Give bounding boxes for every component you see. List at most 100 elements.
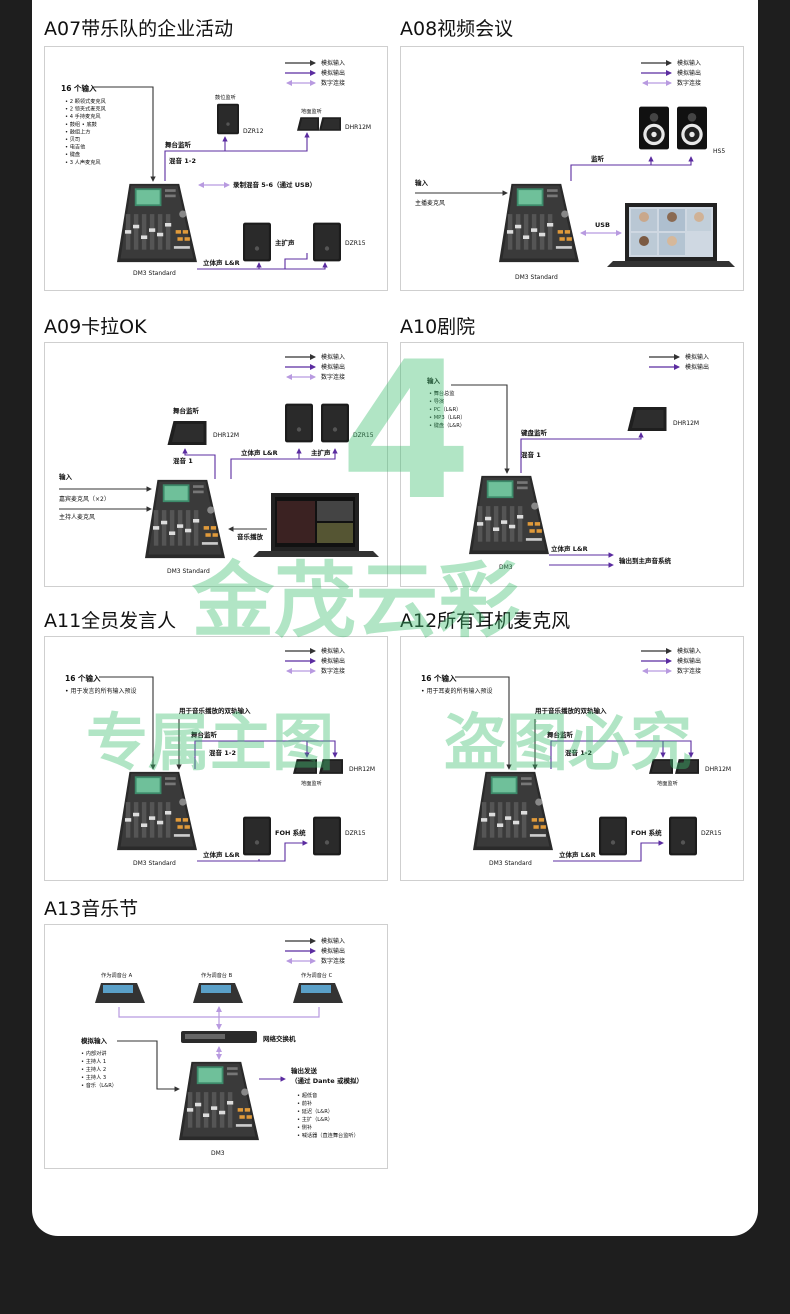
- svg-text:DHR12M: DHR12M: [345, 124, 371, 131]
- svg-text:（通过 Dante 或模拟）: （通过 Dante 或模拟）: [291, 1076, 363, 1085]
- svg-text:模拟输入: 模拟输入: [321, 59, 345, 67]
- dm3-console: [499, 183, 579, 263]
- svg-text:DM3: DM3: [499, 564, 513, 571]
- dzr15-speaker: [313, 222, 341, 262]
- svg-text:16 个输入: 16 个输入: [65, 673, 101, 683]
- dm3-console: [117, 771, 197, 851]
- list-item: • 2 领夹式麦克风: [65, 105, 107, 113]
- dzr15-speaker: [669, 816, 697, 856]
- diagram-a13: 模拟输入 模拟输出 数字连接 作为调音台 A 作为调音台 B 作为调音台 C 网…: [44, 924, 388, 1169]
- svg-text:模拟输入: 模拟输入: [321, 647, 345, 655]
- svg-text:DM3 Standard: DM3 Standard: [133, 270, 176, 277]
- list-item: • 舞台总监: [429, 389, 454, 397]
- section-title-a08: A08视频会议: [400, 18, 514, 40]
- svg-text:DM3 Standard: DM3 Standard: [489, 860, 532, 867]
- diagram-a10: 模拟输入 模拟输出 输入 • 舞台总监• 导演• PC（L&R）• MP3（L&…: [400, 342, 744, 587]
- svg-text:DM3 Standard: DM3 Standard: [167, 568, 210, 575]
- foh-speaker: [599, 816, 627, 856]
- legend: 模拟输入 模拟输出 数字连接: [285, 353, 345, 381]
- svg-text:模拟输入: 模拟输入: [685, 353, 709, 361]
- legend: 模拟输入 模拟输出 数字连接: [641, 647, 701, 675]
- svg-text:FOH 系统: FOH 系统: [275, 828, 306, 837]
- svg-text:DZR15: DZR15: [345, 830, 366, 837]
- svg-text:模拟输出: 模拟输出: [321, 363, 345, 371]
- foh-speaker: [243, 816, 271, 856]
- svg-text:立体声 L&R: 立体声 L&R: [241, 448, 278, 457]
- svg-text:模拟输出: 模拟输出: [321, 657, 345, 665]
- svg-text:立体声 L&R: 立体声 L&R: [203, 850, 240, 859]
- svg-text:舞台监听: 舞台监听: [191, 730, 218, 739]
- dzr12-speaker: [217, 103, 239, 135]
- network-switch-icon: [181, 1031, 257, 1043]
- svg-text:模拟输入: 模拟输入: [321, 937, 345, 945]
- legend: 模拟输入 模拟输出 数字连接: [641, 59, 701, 87]
- svg-text:混音 1: 混音 1: [521, 450, 541, 459]
- svg-text:作为调音台 B: 作为调音台 B: [201, 971, 233, 979]
- legend: 模拟输入 模拟输出: [649, 353, 709, 371]
- legend: 模拟输入 模拟输出 数字连接: [285, 59, 345, 87]
- list-item: • 鼓组 • 底鼓: [65, 120, 98, 128]
- list-item: • PC（L&R）: [429, 406, 461, 413]
- svg-text:地面监听: 地面监听: [301, 779, 322, 787]
- list-item: • 贝司: [65, 136, 80, 143]
- main-speaker: [243, 222, 271, 262]
- list-item: • 主持人 1: [81, 1057, 106, 1065]
- list-item: • 导演: [429, 397, 444, 405]
- svg-text:主持人麦克风: 主持人麦克风: [59, 513, 95, 521]
- svg-text:音乐播放: 音乐播放: [237, 532, 264, 541]
- svg-text:模拟输出: 模拟输出: [677, 657, 701, 665]
- dhr12m-wedge: [649, 759, 673, 774]
- list-item: • 喊话器（直连舞台监听）: [297, 1131, 359, 1139]
- list-item: • 鼓组上方: [65, 127, 90, 135]
- input-list: • 舞台总监• 导演• PC（L&R）• MP3（L&R）• 键盘（L&R）: [429, 389, 466, 429]
- section-title-a09: A09卡拉OK: [44, 316, 147, 338]
- svg-text:模拟输入: 模拟输入: [677, 59, 701, 67]
- svg-text:模拟输出: 模拟输出: [321, 947, 345, 955]
- list-item: • 主持人 2: [81, 1065, 106, 1073]
- svg-text:数字连接: 数字连接: [677, 667, 701, 675]
- svg-text:模拟输出: 模拟输出: [677, 69, 701, 77]
- svg-text:DM3: DM3: [211, 1150, 225, 1157]
- desk-a-icon: [95, 983, 145, 1003]
- list-item: • 3 人声麦克风: [65, 158, 101, 166]
- svg-text:输出发送: 输出发送: [291, 1066, 318, 1075]
- svg-text:监听: 监听: [591, 154, 605, 163]
- svg-text:鼓位监听: 鼓位监听: [215, 93, 236, 101]
- svg-text:DM3 Standard: DM3 Standard: [515, 274, 558, 281]
- dhr12m-wedge: [627, 407, 667, 431]
- svg-text:DZR12: DZR12: [243, 128, 264, 135]
- dm3-console: [117, 183, 197, 263]
- diagram-a12: 模拟输入 模拟输出 数字连接 16 个输入 • 用于耳麦的所有输入预设 用于音乐…: [400, 636, 744, 881]
- svg-text:输入: 输入: [415, 178, 429, 187]
- svg-text:DHR12M: DHR12M: [349, 766, 375, 773]
- input-list: • 2 颗领式麦克风• 2 领夹式麦克风• 4 手持麦克风• 鼓组 • 底鼓 •…: [65, 97, 107, 166]
- diagram-a09: 模拟输入 模拟输出 数字连接 舞台监听 DHR12M DZR15 混音 1 立体…: [44, 342, 388, 587]
- svg-text:16 个输入: 16 个输入: [421, 673, 457, 683]
- laptop-icon: [253, 493, 379, 557]
- svg-text:网络交换机: 网络交换机: [263, 1034, 296, 1043]
- list-item: • 主扩（L&R）: [297, 1115, 333, 1123]
- svg-text:数字连接: 数字连接: [321, 373, 345, 381]
- svg-text:作为调音台 C: 作为调音台 C: [301, 971, 333, 979]
- section-title-a07: A07带乐队的企业活动: [44, 18, 234, 40]
- section-title-a11: A11全员发言人: [44, 610, 177, 632]
- svg-text:• 用于发言的所有输入预设: • 用于发言的所有输入预设: [65, 687, 136, 695]
- dzr15-speaker: [313, 816, 341, 856]
- list-item: • 4 手持麦克风: [65, 112, 101, 120]
- dhr12m-wedge: [167, 421, 207, 445]
- list-item: • 侧补: [297, 1123, 313, 1131]
- svg-text:数字连接: 数字连接: [677, 79, 701, 87]
- svg-text:模拟输出: 模拟输出: [321, 69, 345, 77]
- svg-text:嘉宾麦克风（×2）: 嘉宾麦克风（×2）: [59, 495, 110, 503]
- svg-text:模拟输出: 模拟输出: [685, 363, 709, 371]
- svg-text:立体声 L&R: 立体声 L&R: [551, 544, 588, 553]
- list-item: • 键盘: [65, 150, 80, 158]
- dhr12m-wedge: [293, 759, 317, 774]
- list-item: • 超低音: [297, 1091, 317, 1099]
- list-item: • 内部对讲: [81, 1049, 106, 1057]
- svg-text:立体声 L&R: 立体声 L&R: [559, 850, 596, 859]
- section-title-a13: A13音乐节: [44, 898, 139, 920]
- list-item: • MP3（L&R）: [429, 414, 466, 421]
- diagram-a08: 模拟输入 模拟输出 数字连接 HS5 监听 输入 主播麦克风 DM3 Stand…: [400, 46, 744, 291]
- svg-text:地面监听: 地面监听: [301, 107, 322, 115]
